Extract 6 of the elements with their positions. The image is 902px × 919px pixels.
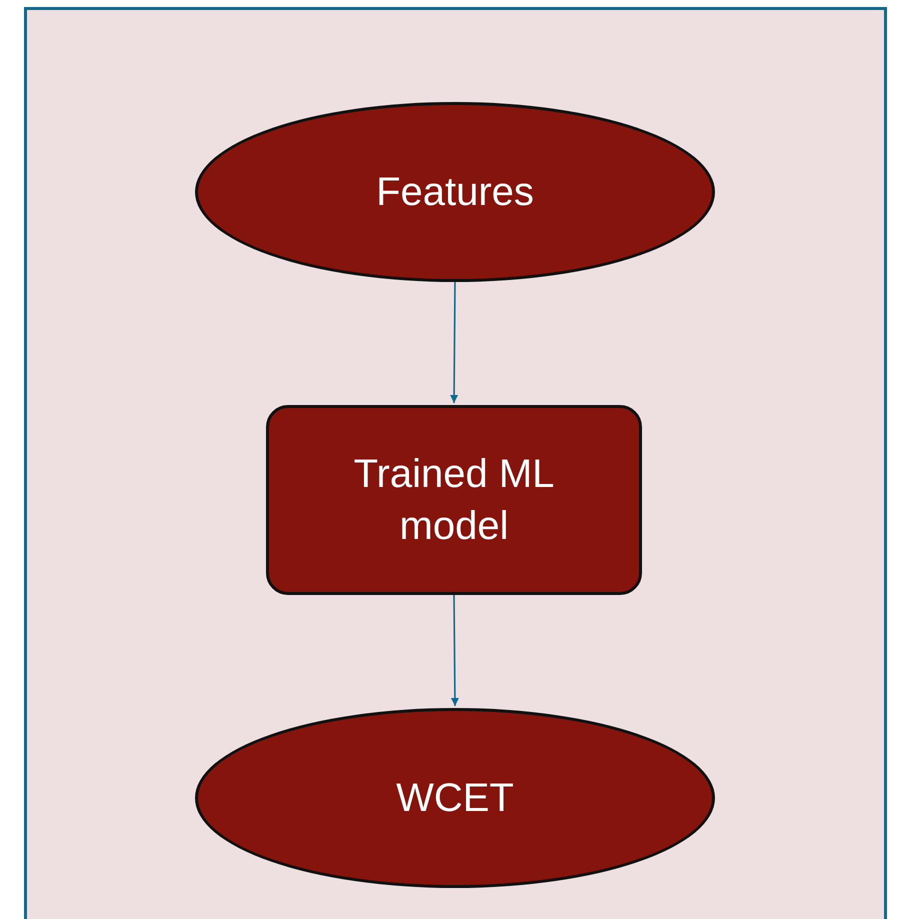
arrow	[450, 282, 458, 403]
node-label: Trained ML model	[352, 451, 556, 550]
arrow	[450, 595, 459, 706]
node-label: Features	[376, 169, 534, 216]
process-box	[266, 405, 642, 595]
node-label: WCET	[396, 775, 514, 822]
